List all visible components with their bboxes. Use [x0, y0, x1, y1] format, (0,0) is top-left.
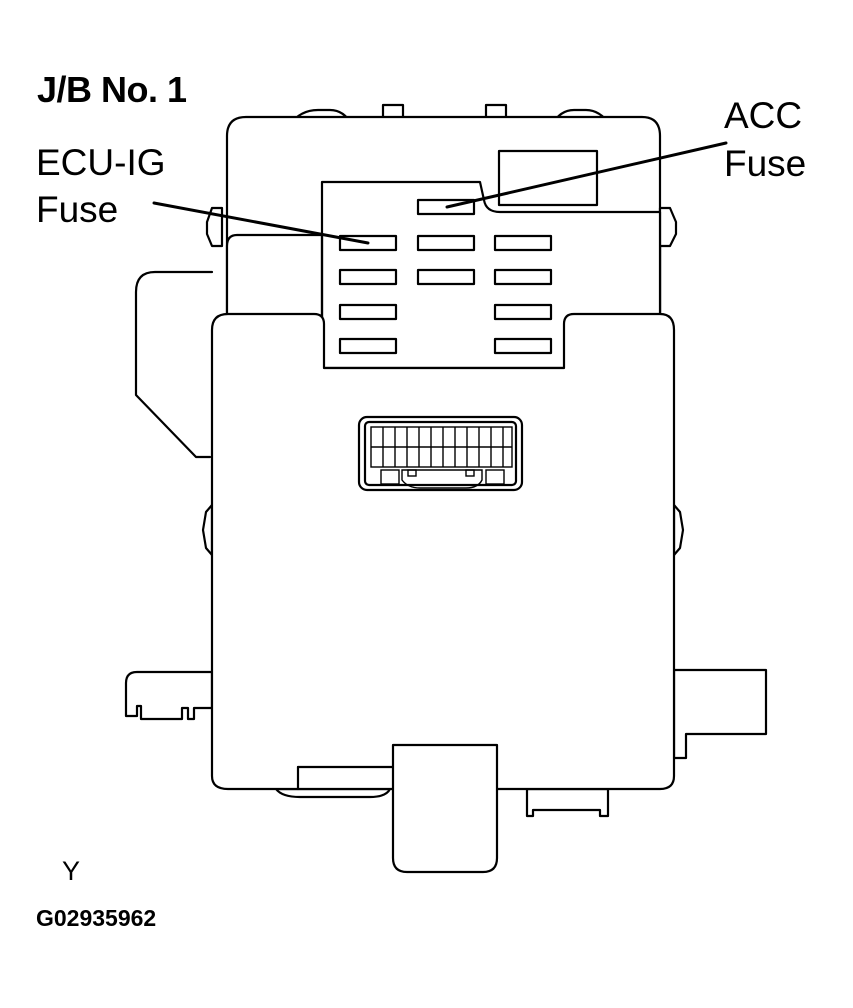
connector-key-left [380, 469, 400, 485]
view-marker: Y [62, 856, 81, 886]
fuse-slot [493, 303, 553, 321]
fuse-slot [338, 303, 398, 321]
left-lower-connector [124, 670, 214, 721]
bottom-tab [391, 743, 499, 874]
fuse-slot [416, 268, 476, 286]
acc-fuse-label-line1: ACC [724, 95, 803, 136]
fuse-slot [416, 234, 476, 252]
connector-latch-tab [407, 469, 417, 477]
left-body-clip [201, 503, 214, 557]
ecu-ig-leader-line [152, 201, 370, 245]
ecu-ig-fuse-label-line1: ECU-IG [36, 142, 166, 183]
fuse-slot [493, 268, 553, 286]
left-bracket [134, 270, 214, 459]
connector-box [497, 149, 599, 207]
connector-key-right [485, 469, 505, 485]
fuse-slot [338, 337, 398, 355]
center-connector [357, 415, 524, 492]
acc-leader-line [445, 141, 728, 209]
left-side-lug [205, 206, 224, 248]
fuse-slot [493, 234, 553, 252]
acc-fuse-label-line2: Fuse [724, 143, 807, 184]
lower-body [210, 312, 676, 791]
right-body-clip [672, 503, 685, 557]
figure-code: G02935962 [36, 905, 157, 931]
ecu-ig-fuse-label-line2: Fuse [36, 189, 119, 230]
fuse-slot [338, 268, 398, 286]
fuse-slot [493, 337, 553, 355]
connector-inner [363, 420, 518, 487]
diagram-title: J/B No. 1 [37, 69, 187, 110]
connector-latch [401, 469, 483, 489]
right-lower-connector [672, 668, 768, 760]
bottom-connector-right [525, 787, 610, 818]
fuse-grid [338, 198, 553, 355]
connector-latch-tab [465, 469, 475, 477]
connector-shell [357, 415, 524, 492]
right-side-lug [658, 206, 678, 248]
bottom-clip-left [274, 787, 392, 799]
